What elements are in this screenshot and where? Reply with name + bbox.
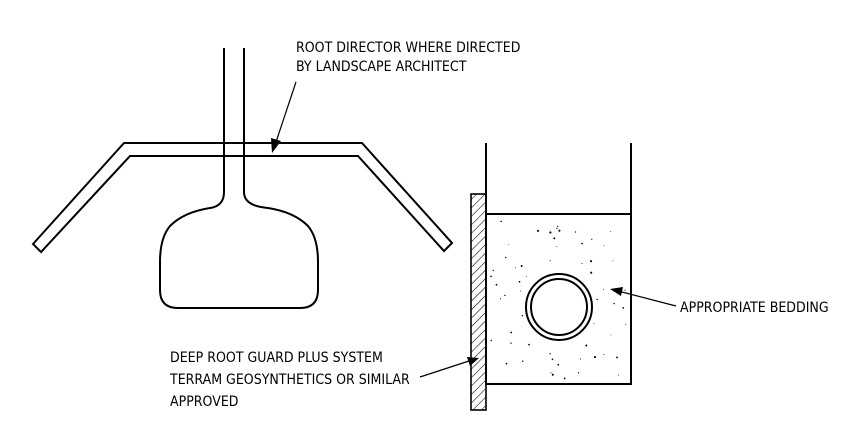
aggregate-dot xyxy=(603,354,605,356)
aggregate-dot xyxy=(549,353,551,355)
aggregate-dot xyxy=(500,220,502,223)
root-director-barrier xyxy=(31,142,454,254)
root-director-leader xyxy=(271,81,297,153)
aggregate-dot xyxy=(505,362,508,365)
aggregate-dot xyxy=(596,298,598,301)
aggregate-dot xyxy=(589,260,593,263)
aggregate-dot xyxy=(492,269,494,272)
aggregate-dot xyxy=(505,256,507,259)
aggregate-dot xyxy=(536,229,540,232)
aggregate-dot xyxy=(625,324,627,326)
aggregate-dot xyxy=(551,358,554,361)
svg-text:BY LANDSCAPE ARCHITECT: BY LANDSCAPE ARCHITECT xyxy=(296,59,467,75)
aggregate-dot xyxy=(556,227,558,230)
svg-text:APPROVED: APPROVED xyxy=(170,394,239,410)
pipe xyxy=(525,273,593,341)
aggregate-dot xyxy=(585,344,588,347)
aggregate-dot xyxy=(508,244,510,246)
aggregate-dot xyxy=(499,298,502,300)
aggregate-dot xyxy=(551,373,554,376)
aggregate-dot xyxy=(520,265,523,267)
root-director-label: ROOT DIRECTOR WHERE DIRECTED BY LANDSCAP… xyxy=(296,40,520,75)
root-guard-label: DEEP ROOT GUARD PLUS SYSTEM TERRAM GEOSY… xyxy=(169,350,410,410)
aggregate-dot xyxy=(613,302,615,305)
aggregate-dot xyxy=(563,377,566,380)
aggregate-dot xyxy=(612,260,614,262)
aggregate-dot xyxy=(553,237,556,240)
aggregate-dot xyxy=(504,294,506,297)
aggregate-dot xyxy=(520,290,522,292)
aggregate-dot xyxy=(581,262,583,265)
aggregate-dot xyxy=(521,360,524,362)
aggregate-dot xyxy=(510,342,512,344)
bedding-aggregate-dots xyxy=(490,220,627,380)
aggregate-dot xyxy=(579,358,582,360)
aggregate-dot xyxy=(495,283,498,286)
tree-trunk xyxy=(159,48,319,309)
aggregate-dot xyxy=(618,374,620,376)
aggregate-dot xyxy=(593,356,597,359)
aggregate-dot xyxy=(593,323,595,325)
aggregate-dot xyxy=(574,231,577,233)
aggregate-dot xyxy=(610,334,612,336)
svg-text:DEEP ROOT GUARD PLUS SYSTEM: DEEP ROOT GUARD PLUS SYSTEM xyxy=(170,350,383,366)
aggregate-dot xyxy=(550,372,552,374)
aggregate-dot xyxy=(526,275,528,277)
aggregate-dot xyxy=(616,356,618,359)
aggregate-dot xyxy=(610,230,612,232)
root-guard-leader xyxy=(419,357,479,378)
aggregate-dot xyxy=(549,260,551,262)
aggregate-dot xyxy=(590,271,593,274)
svg-text:ROOT DIRECTOR WHERE DIRECTED: ROOT DIRECTOR WHERE DIRECTED xyxy=(296,40,520,56)
aggregate-dot xyxy=(603,244,605,246)
aggregate-dot xyxy=(490,275,492,278)
root-guard-panel xyxy=(470,193,487,411)
aggregate-dot xyxy=(557,225,559,227)
aggregate-dot xyxy=(558,229,561,232)
aggregate-dot xyxy=(510,331,513,334)
aggregate-dot xyxy=(624,289,626,291)
aggregate-dot xyxy=(603,288,605,290)
aggregate-dot xyxy=(521,315,523,317)
aggregate-dot xyxy=(549,231,552,234)
aggregate-dot xyxy=(577,372,580,374)
aggregate-dot xyxy=(581,242,583,245)
aggregate-dot xyxy=(490,339,492,342)
aggregate-dot xyxy=(557,363,560,366)
aggregate-dot xyxy=(528,343,530,346)
aggregate-dot xyxy=(591,238,593,240)
bedding-leader xyxy=(610,287,677,307)
appropriate-bedding-label: APPROPRIATE BEDDING xyxy=(680,300,829,316)
aggregate-dot xyxy=(622,307,625,309)
aggregate-dot xyxy=(518,280,521,283)
svg-text:TERRAM GEOSYNTHETICS OR SIMILA: TERRAM GEOSYNTHETICS OR SIMILAR xyxy=(169,372,410,388)
aggregate-dot xyxy=(556,246,558,247)
aggregate-dot xyxy=(515,266,516,268)
